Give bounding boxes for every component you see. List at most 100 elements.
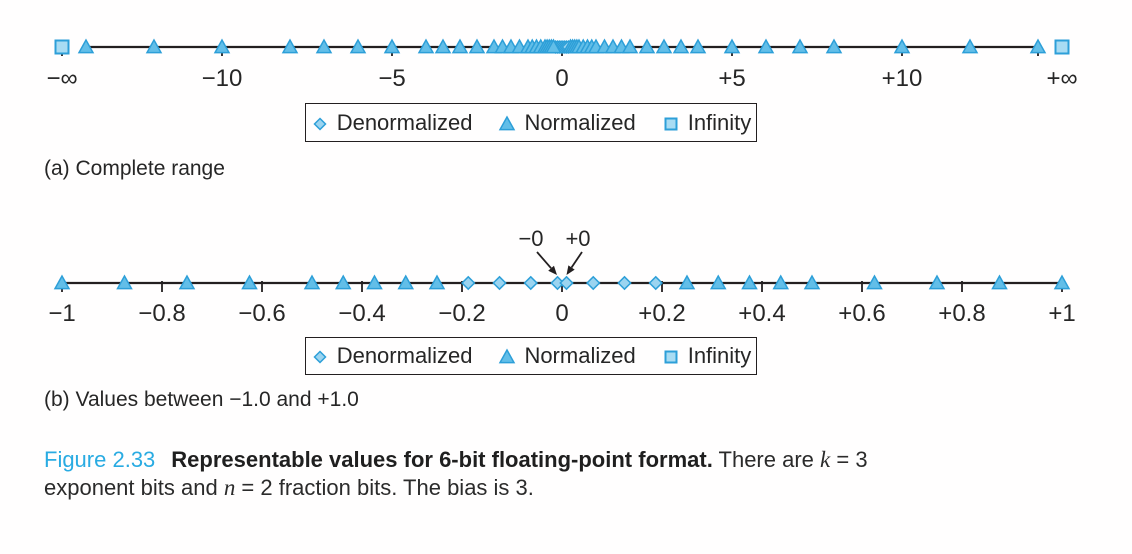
triangle-icon (499, 348, 516, 364)
marker-triangle (451, 38, 469, 54)
tick-label: 0 (555, 65, 568, 92)
marker-triangle (434, 38, 452, 54)
tick-label: +10 (882, 65, 923, 92)
legend-item-normalized: Normalized (498, 343, 636, 368)
marker-triangle (241, 274, 258, 290)
caption-title: Representable values for 6-bit floating-… (171, 447, 713, 472)
marker-triangle (334, 274, 352, 290)
caption-figure-number: Figure 2.33 (44, 447, 156, 472)
marker-triangle (709, 274, 727, 290)
marker-triangle (397, 274, 415, 290)
annotation-arrowhead (566, 265, 575, 275)
diamond-icon (313, 350, 327, 364)
infinity-label: −∞ (46, 65, 77, 92)
marker-triangle (825, 38, 843, 54)
tick-label: +1 (1048, 300, 1075, 327)
marker-triangle (77, 38, 95, 54)
caption-var-k: k (820, 447, 831, 472)
marker-triangle (678, 274, 696, 290)
caption-text-1: There are (712, 447, 821, 472)
marker-triangle (757, 38, 775, 54)
marker-diamond (559, 275, 574, 291)
marker-triangle (961, 38, 979, 54)
marker-triangle (499, 348, 516, 364)
marker-triangle (803, 274, 821, 290)
tick-label: +0.8 (938, 300, 985, 327)
tick-label: −5 (378, 65, 405, 92)
marker-triangle (1053, 274, 1071, 290)
marker-triangle (928, 274, 946, 290)
tick-label: +0.2 (638, 300, 685, 327)
tick-label: −0.6 (238, 300, 285, 327)
marker-triangle (655, 38, 673, 54)
annotation-arrow (536, 251, 552, 269)
tick-label: −1 (48, 300, 75, 327)
triangle-icon (499, 114, 516, 130)
marker-triangle (1029, 38, 1047, 54)
infinity-label: +∞ (1046, 65, 1077, 92)
marker-triangle (689, 38, 707, 54)
marker-square (54, 39, 70, 55)
marker-triangle (303, 274, 321, 290)
marker-triangle (772, 274, 790, 290)
legend-item-infinity: Infinity (662, 111, 751, 134)
marker-triangle (499, 114, 516, 130)
tick-label: 0 (555, 300, 568, 327)
marker-triangle (315, 38, 333, 54)
marker-diamond (492, 275, 507, 291)
zero-annotation-label: +0 (565, 226, 590, 251)
zero-annotation-label: −0 (518, 226, 543, 251)
legend-item-normalized: Normalized (498, 111, 636, 134)
marker-triangle (281, 38, 299, 54)
marker-triangle (366, 274, 383, 290)
marker-triangle (791, 38, 809, 54)
annotation-arrow (570, 251, 583, 269)
marker-triangle (638, 38, 656, 54)
marker-triangle (53, 274, 71, 290)
marker-triangle (991, 274, 1008, 290)
legend-item-denormalized: Denormalized (311, 343, 473, 368)
marker-diamond (648, 275, 664, 291)
legend-label: Normalized (524, 343, 636, 368)
subfigure-a-label: (a) Complete range (44, 157, 225, 180)
tick-label: −0.2 (438, 300, 485, 327)
legend-label: Denormalized (336, 109, 473, 135)
tick-label: +0.6 (838, 300, 885, 327)
caption-var-n: n (223, 475, 236, 500)
tick-label: −0.8 (138, 300, 185, 327)
marker-triangle (672, 38, 690, 54)
marker-triangle (383, 38, 401, 54)
legend-item-infinity: Infinity (662, 343, 752, 368)
marker-triangle (621, 38, 639, 54)
legend-a: Denormalized Normalized Infinity (305, 103, 757, 142)
square-icon (664, 350, 678, 364)
marker-triangle (893, 38, 911, 54)
legend-label: Infinity (687, 343, 752, 368)
legend-item-denormalized: Denormalized (311, 109, 473, 135)
square-icon (664, 117, 678, 130)
annotation-arrowhead (548, 265, 557, 275)
legend-label: Denormalized (336, 343, 473, 368)
marker-diamond (460, 275, 476, 291)
figure-caption: Figure 2.33 Representable values for 6-bi… (44, 446, 1108, 502)
marker-diamond (617, 275, 632, 291)
marker-triangle (545, 38, 562, 54)
caption-text-2: exponent bits and (44, 475, 224, 500)
marker-square (664, 117, 678, 130)
marker-triangle (145, 38, 163, 54)
marker-triangle (723, 38, 741, 54)
marker-diamond (585, 275, 601, 291)
marker-square (1054, 39, 1070, 55)
marker-triangle (866, 274, 883, 290)
caption-eq-2: = 2 fraction bits. The bias is 3. (235, 475, 534, 500)
marker-triangle (213, 38, 231, 54)
marker-triangle (417, 38, 435, 54)
diamond-icon (313, 116, 327, 131)
marker-diamond (313, 116, 327, 131)
subfigure-b-label: (b) Values between −1.0 and +1.0 (44, 388, 359, 411)
marker-diamond (313, 350, 327, 364)
marker-triangle (428, 274, 446, 290)
tick-label: +5 (718, 65, 745, 92)
marker-triangle (468, 38, 486, 54)
